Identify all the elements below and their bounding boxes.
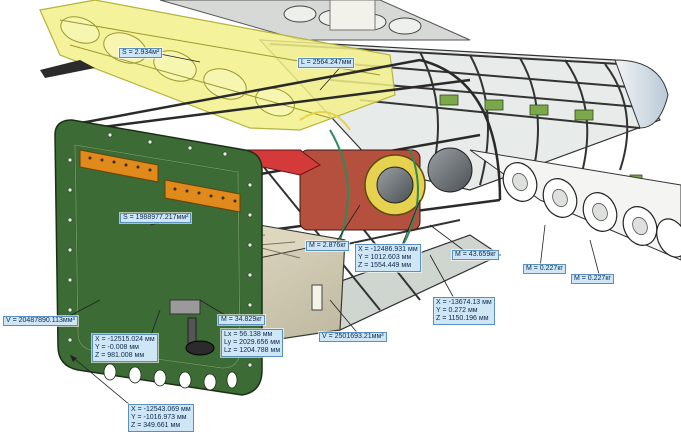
wing-length-label[interactable]: L = 2564.247мм xyxy=(298,58,355,68)
upper-wing xyxy=(159,0,471,41)
engine-coordinate-label[interactable]: X = -12486.931 мм Y = 1012.603 мм Z = 15… xyxy=(355,244,421,272)
gear-mass-label[interactable]: M = 34.829кг xyxy=(218,315,265,325)
box-size-ly: Ly = 2029.656 мм xyxy=(224,339,280,346)
engine-coord-z: Z = 1554.449 мм xyxy=(358,262,412,269)
frame-coord-z: Z = 1150.196 мм xyxy=(436,315,489,322)
box-size-lz: Lz = 1204.788 мм xyxy=(224,347,281,354)
origin-coord-x: X = -12543.069 мм xyxy=(131,406,191,413)
landing-gear xyxy=(169,299,215,356)
panel-area-label[interactable]: S = 1988977.217мм² xyxy=(120,213,192,223)
bottom-coordinate-label[interactable]: X = -12515.024 мм Y = -0.008 мм Z = 981.… xyxy=(92,334,158,362)
engine-coord-x: X = -12486.931 мм xyxy=(358,246,418,253)
frame-coordinate-label[interactable]: X = -13674.13 мм Y = 0.272 мм Z = 1150.1… xyxy=(433,297,495,325)
lower-wing-ribs xyxy=(469,149,681,261)
origin-coordinate-label[interactable]: X = -12543.069 мм Y = -1016.973 мм Z = 3… xyxy=(128,404,194,432)
rib-mass-label-left[interactable]: M = 0.227кг xyxy=(523,264,566,274)
highlighted-wing[interactable] xyxy=(39,0,396,131)
box-size-label[interactable]: Lx = 56.138 мм Ly = 2029.656 мм Lz = 120… xyxy=(221,329,284,357)
engine-mass-label[interactable]: M = 2.876кг xyxy=(306,241,349,251)
box-size-lx: Lx = 56.138 мм xyxy=(224,331,273,338)
bottom-coord-y: Y = -0.008 мм xyxy=(95,344,139,351)
rib-mass-label-right[interactable]: M = 0.227кг xyxy=(571,274,614,284)
bottom-coord-z: Z = 981.008 мм xyxy=(95,352,145,359)
frame-coord-y: Y = 0.272 мм xyxy=(436,307,478,314)
engine-coord-y: Y = 1012.603 мм xyxy=(358,254,412,261)
origin-coord-z: Z = 349.661 мм xyxy=(131,422,181,429)
connector-strips xyxy=(79,149,241,213)
body-volume-label[interactable]: V = 20487890.113мм³ xyxy=(3,316,78,326)
frame-coord-x: X = -13674.13 мм xyxy=(436,299,492,306)
bottom-coord-x: X = -12515.024 мм xyxy=(95,336,155,343)
frame-mass-label[interactable]: M = 43.659кг xyxy=(452,250,499,260)
wing-area-label[interactable]: S = 2.934м² xyxy=(119,48,163,58)
origin-coord-y: Y = -1016.973 мм xyxy=(131,414,187,421)
tank-volume-label[interactable]: V = 2501693.21мм³ xyxy=(319,332,387,342)
